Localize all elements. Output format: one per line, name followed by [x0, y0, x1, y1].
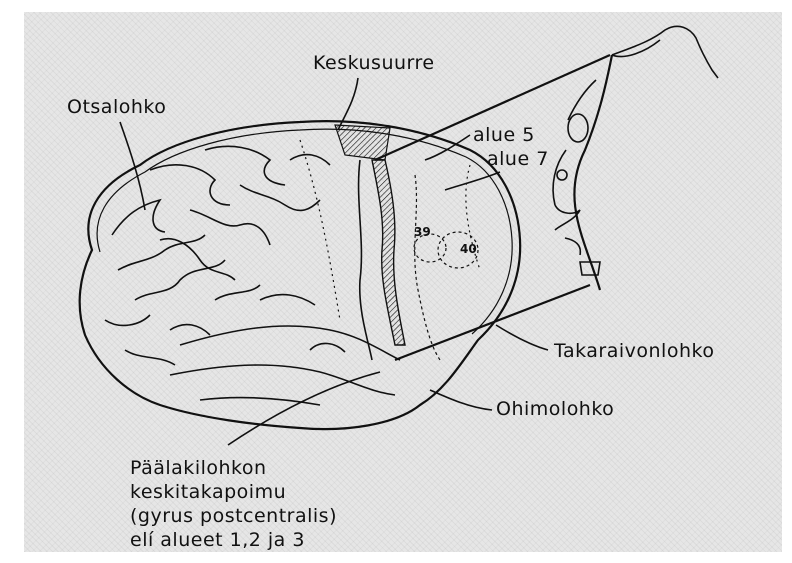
label-otsalohko: Otsalohko [67, 96, 166, 118]
brain-outline [80, 121, 521, 429]
caption: Päälakilohkon keskitakapoimu (gyrus post… [130, 456, 337, 552]
caption-line-1: Päälakilohkon [130, 456, 337, 480]
caption-line-4: elí alueet 1,2 ja 3 [130, 528, 337, 552]
label-alue-7: alue 7 [487, 148, 549, 170]
sensory-homunculus [553, 26, 718, 275]
area-39-number: 39 [414, 225, 431, 239]
area-40-number: 40 [460, 242, 477, 256]
postcentral-gyrus [372, 160, 405, 345]
caption-line-3: (gyrus postcentralis) [130, 504, 337, 528]
label-takaraivonlohko: Takaraivonlohko [554, 340, 714, 362]
central-sulcus-line [359, 160, 372, 360]
label-ohimolohko: Ohimolohko [496, 398, 614, 420]
central-sulcus-top [335, 125, 390, 160]
projection-lines [375, 55, 612, 360]
temporal-gyri [170, 295, 400, 405]
label-keskusuurre: Keskusuurre [313, 52, 435, 74]
caption-line-2: keskitakapoimu [130, 480, 337, 504]
brain-double-outline [97, 129, 512, 334]
label-alue-5: alue 5 [473, 124, 535, 146]
